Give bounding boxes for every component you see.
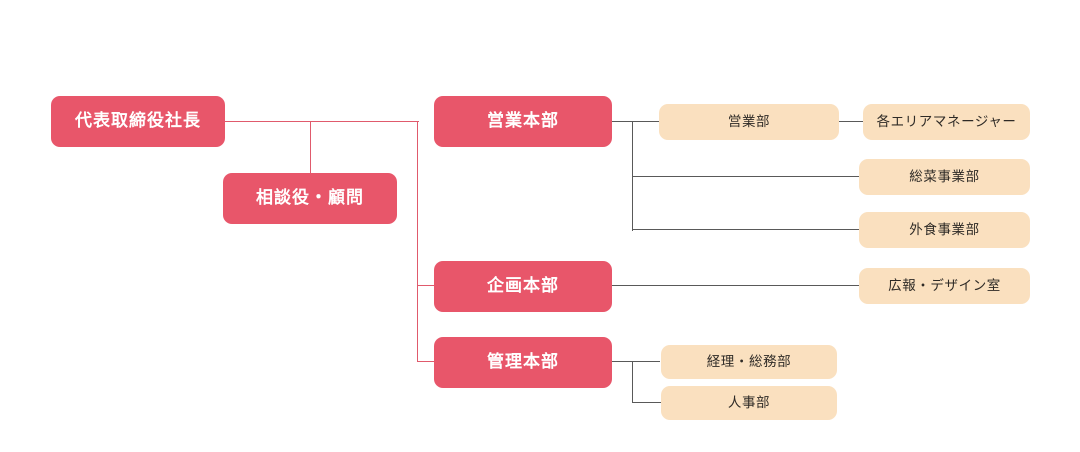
connector-trunk-to-human-resources	[632, 402, 662, 403]
node-food-service[interactable]: 外食事業部	[859, 212, 1030, 248]
node-advisor[interactable]: 相談役・顧問	[223, 173, 397, 224]
node-planning-hq[interactable]: 企画本部	[434, 261, 612, 312]
connector-trunk-to-deli-business	[632, 176, 860, 177]
node-president[interactable]: 代表取締役社長	[51, 96, 225, 147]
node-pr-design[interactable]: 広報・デザイン室	[859, 268, 1030, 304]
connector-trunk-to-advisor	[310, 121, 311, 174]
connector-trunk-to-management-hq	[417, 361, 435, 362]
node-area-managers[interactable]: 各エリアマネージャー	[863, 104, 1030, 140]
connector-sales-hq-to-trunk	[612, 121, 660, 122]
connector-sales-dept-to-area-managers	[838, 121, 864, 122]
connector-president-to-trunk	[223, 121, 419, 122]
node-sales-hq[interactable]: 営業本部	[434, 96, 612, 147]
connector-management-hq-to-trunk	[612, 361, 660, 362]
node-accounting-admin[interactable]: 経理・総務部	[661, 345, 837, 379]
connector-management-gray-trunk	[632, 361, 633, 403]
connector-planning-hq-to-pr-design	[612, 285, 860, 286]
connector-main-red-trunk	[417, 121, 418, 362]
node-management-hq[interactable]: 管理本部	[434, 337, 612, 388]
connector-trunk-to-planning-hq	[417, 285, 435, 286]
connector-trunk-to-food-service	[632, 229, 860, 230]
node-sales-dept[interactable]: 営業部	[659, 104, 839, 140]
node-human-resources[interactable]: 人事部	[661, 386, 837, 420]
node-deli-business[interactable]: 総菜事業部	[859, 159, 1030, 195]
